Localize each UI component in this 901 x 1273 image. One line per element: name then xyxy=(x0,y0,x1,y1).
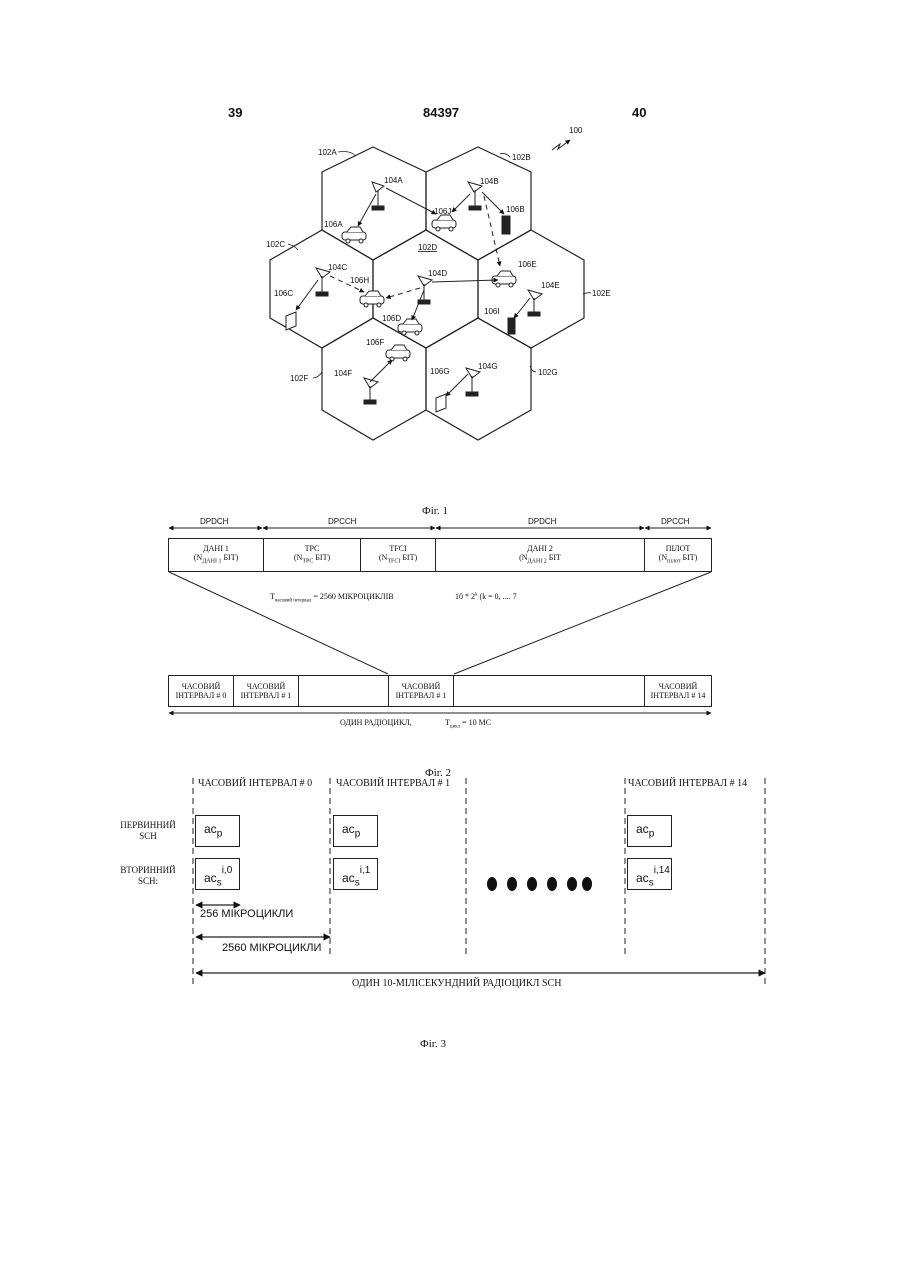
field-data1-bits: (NДАНІ 1 БІТ) xyxy=(194,553,239,566)
channel-label-dpdch-2: DPDCH xyxy=(528,517,556,526)
field-tpc-bits: (NTPC БІТ) xyxy=(294,553,330,566)
dimension-256: 256 МІКРОЦИКЛИ xyxy=(200,908,293,920)
slot-header-1: ЧАСОВИЙ ІНТЕРВАЛ # 1 xyxy=(336,778,450,789)
primary-code-slot-14: acp xyxy=(627,815,672,847)
fig2-arrows xyxy=(0,0,901,760)
frame-slot-1-line2: ІНТЕРВАЛ # 1 xyxy=(241,691,292,700)
frame-slot-14-line2: ІНТЕРВАЛ # 14 xyxy=(651,691,706,700)
frame-slot-expanded-line2: ІНТЕРВАЛ # 1 xyxy=(396,691,447,700)
frame-label: ОДИН РАДІОЦИКЛ, xyxy=(340,718,412,727)
secondary-sch-label: ВТОРИННИЙSCH: xyxy=(113,865,183,887)
channel-label-dpdch-1: DPDCH xyxy=(200,517,228,526)
bits-formula: 10 * 2k (k = 0, .... 7 xyxy=(455,592,517,601)
slot-header-0: ЧАСОВИЙ ІНТЕРВАЛ # 0 xyxy=(198,778,312,789)
frame-slot-14-line1: ЧАСОВИЙ xyxy=(659,682,698,691)
dimension-2560: 2560 МІКРОЦИКЛИ xyxy=(222,942,321,954)
frame-slot-14: ЧАСОВИЙ ІНТЕРВАЛ # 14 xyxy=(644,675,712,707)
field-data2: ДАНІ 2 (NДАНІ 2 БІТ xyxy=(436,539,645,571)
ellipsis-dots xyxy=(487,877,592,891)
sch-frame-label: ОДИН 10-МІЛІСЕКУНДНИЙ РАДІОЦИКЛ SCH xyxy=(352,978,561,989)
field-pilot: ПІЛОТ (Nпілот БІТ) xyxy=(645,539,711,571)
secondary-code-slot-1: acsi,1 xyxy=(333,858,378,890)
primary-code-slot-1: acp xyxy=(333,815,378,847)
field-tfci-name: TFCI xyxy=(389,544,406,554)
frame-slot-0-line2: ІНТЕРВАЛ # 0 xyxy=(176,691,227,700)
secondary-code-slot-0: acsi,0 xyxy=(195,858,240,890)
slot-header-14: ЧАСОВИЙ ІНТЕРВАЛ # 14 xyxy=(628,778,747,789)
channel-label-dpcch-2: DPCCH xyxy=(661,517,689,526)
primary-code-slot-0: acp xyxy=(195,815,240,847)
field-tfci: TFCI (NTFCI БІТ) xyxy=(361,539,436,571)
secondary-code-slot-14: acsi,14 xyxy=(627,858,672,890)
frame-slot-1: ЧАСОВИЙ ІНТЕРВАЛ # 1 xyxy=(233,675,299,707)
field-tpc-name: TPC xyxy=(305,544,320,554)
field-data1-name: ДАНІ 1 xyxy=(203,544,229,554)
primary-sch-label: ПЕРВИННИЙSCH xyxy=(113,820,183,842)
frame-slot-0-line1: ЧАСОВИЙ xyxy=(182,682,221,691)
frame-slot-0: ЧАСОВИЙ ІНТЕРВАЛ # 0 xyxy=(168,675,234,707)
field-data2-bits: (NДАНІ 2 БІТ xyxy=(519,553,561,566)
field-tfci-bits: (NTFCI БІТ) xyxy=(379,553,417,566)
field-data1: ДАНІ 1 (NДАНІ 1 БІТ) xyxy=(169,539,264,571)
field-pilot-name: ПІЛОТ xyxy=(666,544,691,554)
field-data2-name: ДАНІ 2 xyxy=(527,544,553,554)
channel-label-dpcch-1: DPCCH xyxy=(328,517,356,526)
frame-slot-expanded: ЧАСОВИЙ ІНТЕРВАЛ # 1 xyxy=(388,675,454,707)
field-tpc: TPC (NTPC БІТ) xyxy=(264,539,361,571)
frame-slot-1-line1: ЧАСОВИЙ xyxy=(247,682,286,691)
field-pilot-bits: (Nпілот БІТ) xyxy=(659,553,698,566)
frame-slot-expanded-line1: ЧАСОВИЙ xyxy=(402,682,441,691)
slot-field-row: ДАНІ 1 (NДАНІ 1 БІТ) TPC (NTPC БІТ) TFCI… xyxy=(168,538,712,572)
fig3-caption: Фіг. 3 xyxy=(420,1038,446,1050)
slot-length-annotation: Tчасовий інтервал = 2560 МІКРОЦИКЛІВ xyxy=(270,592,394,604)
frame-duration: Tцикл = 10 МС xyxy=(445,718,491,730)
